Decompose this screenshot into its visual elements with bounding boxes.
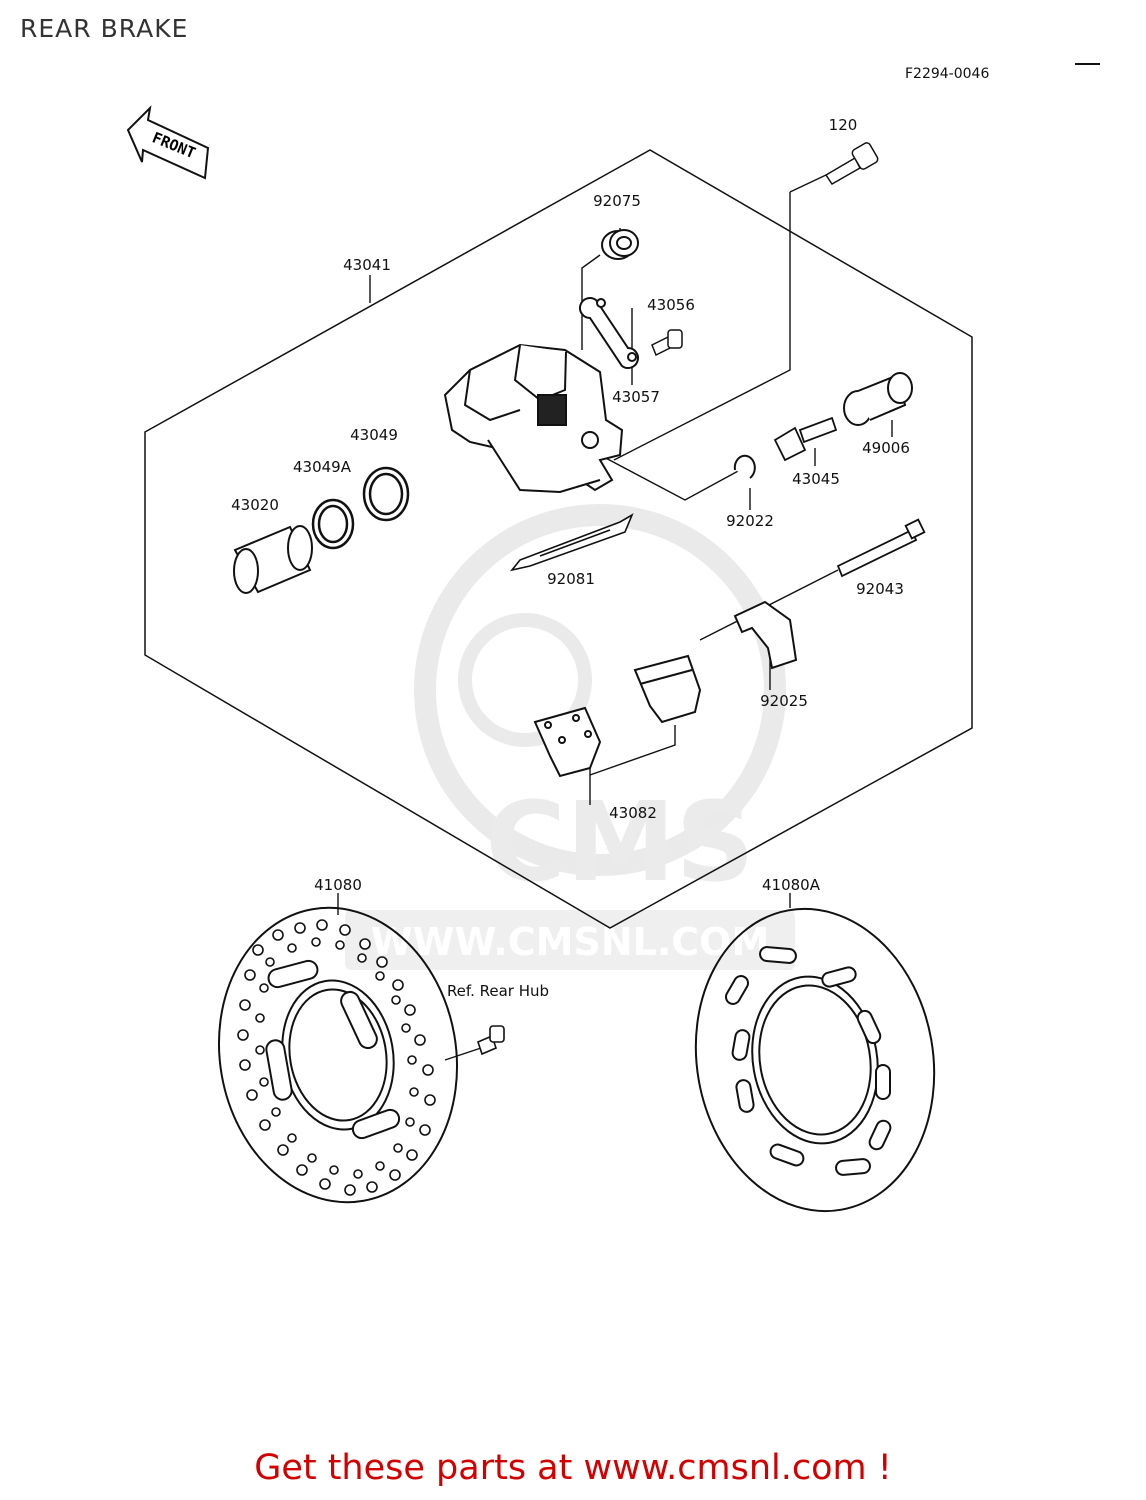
bleeder-43056	[651, 329, 683, 357]
label-43057: 43057	[612, 388, 660, 406]
watermark-logo: CMS	[485, 778, 754, 906]
caliper-body	[443, 343, 624, 494]
seal-43049A	[311, 498, 355, 550]
label-43049: 43049	[350, 426, 398, 444]
bolt-120	[824, 142, 879, 185]
clip-92022	[733, 454, 756, 479]
label-92075: 92075	[593, 192, 641, 210]
bushing-92075	[601, 229, 639, 260]
spring-92081	[509, 513, 634, 572]
pad-spring-92025	[733, 600, 798, 670]
hub-bolt	[477, 1025, 505, 1056]
pad-pin-92043	[836, 518, 926, 578]
label-43020: 43020	[231, 496, 279, 514]
link-43057	[579, 297, 639, 369]
label-ref-rear-hub: Ref. Rear Hub	[447, 982, 549, 1000]
label-92022: 92022	[726, 512, 774, 530]
label-43082: 43082	[609, 804, 657, 822]
caliper-assembly-outline	[144, 149, 973, 929]
label-49006: 49006	[862, 439, 910, 457]
watermark: CMS WWW.CMSNL.COM	[345, 504, 795, 970]
brake-pads-43082	[533, 654, 702, 778]
disc-41080	[217, 906, 459, 1204]
label-92043: 92043	[856, 580, 904, 598]
label-120: 120	[829, 116, 858, 134]
front-arrow-icon: FRONT	[126, 105, 210, 180]
label-43045: 43045	[792, 470, 840, 488]
label-43041: 43041	[343, 256, 391, 274]
label-92025: 92025	[760, 692, 808, 710]
page-title: REAR BRAKE	[20, 14, 189, 43]
piston-43020	[233, 525, 313, 594]
label-41080: 41080	[314, 876, 362, 894]
disc-41080A	[694, 907, 936, 1213]
figure-code: F2294-0046	[905, 66, 990, 82]
seal-43049	[362, 466, 410, 522]
label-92081: 92081	[547, 570, 595, 588]
cta-link[interactable]: Get these parts at www.cmsnl.com !	[254, 1448, 892, 1488]
pin-bolt-43045	[773, 416, 838, 462]
label-43056: 43056	[647, 296, 695, 314]
label-43049A: 43049A	[293, 458, 352, 476]
collar-49006	[843, 372, 913, 426]
watermark-url: WWW.CMSNL.COM	[371, 920, 770, 964]
label-41080A: 41080A	[762, 876, 821, 894]
